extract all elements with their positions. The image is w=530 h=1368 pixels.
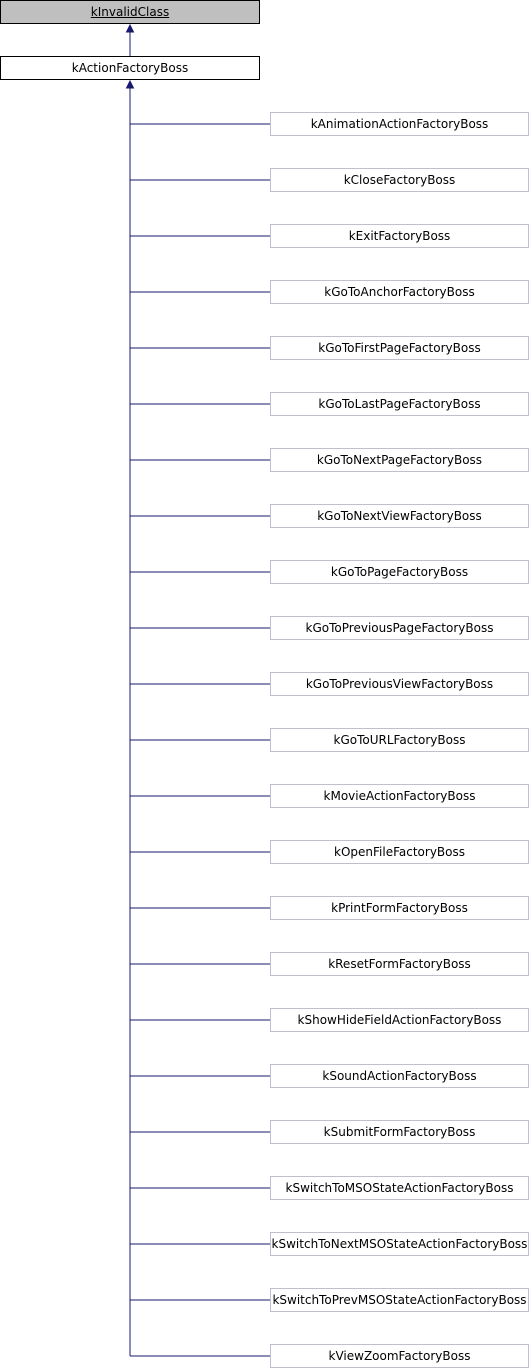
class-node-child[interactable]: kSwitchToPrevMSOStateActionFactoryBoss xyxy=(270,1288,529,1312)
class-node-child[interactable]: kGoToFirstPageFactoryBoss xyxy=(270,336,529,360)
class-node-child[interactable]: kGoToURLFactoryBoss xyxy=(270,728,529,752)
class-node-kinvalidclass[interactable]: kInvalidClass xyxy=(0,0,260,24)
class-node-child[interactable]: kSoundActionFactoryBoss xyxy=(270,1064,529,1088)
class-node-child[interactable]: kSubmitFormFactoryBoss xyxy=(270,1120,529,1144)
class-node-child[interactable]: kSwitchToMSOStateActionFactoryBoss xyxy=(270,1176,529,1200)
arrowhead-parent xyxy=(125,79,135,89)
class-node-child[interactable]: kGoToNextViewFactoryBoss xyxy=(270,504,529,528)
class-node-child[interactable]: kGoToAnchorFactoryBoss xyxy=(270,280,529,304)
class-node-child[interactable]: kGoToPreviousViewFactoryBoss xyxy=(270,672,529,696)
class-node-child[interactable]: kGoToPageFactoryBoss xyxy=(270,560,529,584)
class-node-child[interactable]: kOpenFileFactoryBoss xyxy=(270,840,529,864)
class-node-child[interactable]: kCloseFactoryBoss xyxy=(270,168,529,192)
class-node-child[interactable]: kGoToPreviousPageFactoryBoss xyxy=(270,616,529,640)
class-node-child[interactable]: kExitFactoryBoss xyxy=(270,224,529,248)
class-node-child[interactable]: kMovieActionFactoryBoss xyxy=(270,784,529,808)
class-node-child[interactable]: kSwitchToNextMSOStateActionFactoryBoss xyxy=(270,1232,529,1256)
class-node-child[interactable]: kViewZoomFactoryBoss xyxy=(270,1344,529,1368)
class-node-kactionfactoryboss[interactable]: kActionFactoryBoss xyxy=(0,56,260,80)
arrowhead-root xyxy=(125,23,135,33)
class-node-child[interactable]: kGoToLastPageFactoryBoss xyxy=(270,392,529,416)
class-node-child[interactable]: kPrintFormFactoryBoss xyxy=(270,896,529,920)
class-node-child[interactable]: kShowHideFieldActionFactoryBoss xyxy=(270,1008,529,1032)
class-node-child[interactable]: kResetFormFactoryBoss xyxy=(270,952,529,976)
class-node-child[interactable]: kGoToNextPageFactoryBoss xyxy=(270,448,529,472)
class-node-child[interactable]: kAnimationActionFactoryBoss xyxy=(270,112,529,136)
